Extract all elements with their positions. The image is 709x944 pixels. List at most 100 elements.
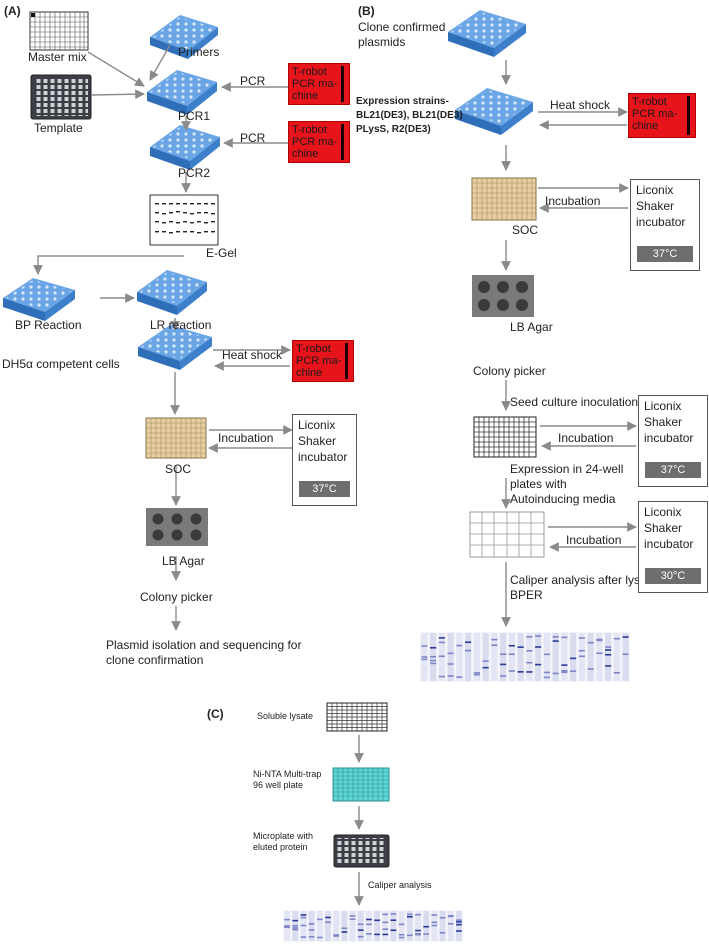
expression-strains-label: Expression strains- BL21(DE3), BL21(DE3)…: [356, 96, 463, 135]
gel-band: [349, 915, 356, 917]
egel-gel: [149, 194, 219, 246]
gel-band: [587, 641, 594, 644]
t-robot-pcr-machine-3: T-robot PCR ma-chine: [292, 340, 354, 382]
microplate-eluted: [333, 834, 390, 868]
gel-band: [517, 671, 524, 673]
shaker-sub: Shaker incubator: [644, 521, 694, 551]
gel-band: [447, 663, 454, 665]
gel-band: [398, 933, 405, 936]
plasmid-isolation-label: Plasmid isolation and sequencing for clo…: [106, 638, 302, 667]
plate-lr-reaction: [137, 270, 207, 315]
master-mix-label: Master mix: [28, 50, 87, 64]
gel-band: [382, 913, 389, 916]
gel-band: [543, 671, 550, 674]
gel-band: [552, 636, 559, 638]
gel-band: [535, 663, 542, 666]
gel-band: [447, 915, 454, 918]
gel-lane: [535, 633, 542, 681]
gel-lane: [552, 633, 559, 681]
gel-band: [535, 646, 542, 648]
gel-band: [431, 914, 438, 916]
shaker-sub: Shaker incubator: [298, 434, 348, 464]
ni-nta-plate: [332, 767, 390, 802]
gel-band: [622, 653, 629, 656]
lb-agar-plate-a: [146, 508, 208, 546]
gel-band: [316, 918, 323, 921]
gel-lane: [341, 911, 348, 941]
gel-band: [561, 636, 568, 639]
template-plate: [30, 74, 92, 120]
gel-lane: [398, 911, 405, 941]
gel-band: [423, 925, 430, 928]
gel-band: [421, 656, 428, 658]
flow-arrows: [33, 44, 637, 906]
gel-band: [333, 934, 340, 936]
lr-reaction-label: LR reaction: [150, 318, 212, 332]
gel-band: [382, 928, 389, 930]
gel-band: [421, 645, 428, 647]
liconix-shaker-b3: Liconix Shaker incubator 30°C: [638, 501, 708, 593]
gel-band: [349, 918, 356, 920]
robot-label: T-robot PCR ma-chine: [292, 66, 338, 102]
pcr-arrow-label-2: PCR: [240, 131, 266, 145]
gel-band: [300, 914, 307, 916]
gel-lane: [456, 911, 462, 941]
gel-lane: [349, 911, 356, 941]
gel-band: [508, 670, 515, 672]
caliper-b-label: Caliper analysis after lysis with BPER: [510, 573, 674, 602]
gel-band: [605, 665, 612, 667]
gel-lane: [357, 911, 364, 941]
gel-lane: [613, 633, 620, 681]
heat-shock-label-b: Heat shock: [550, 98, 611, 112]
plate-bp-reaction: [3, 278, 75, 321]
gel-band: [300, 916, 307, 919]
temperature-display: 37°C: [299, 481, 350, 497]
gel-band: [390, 913, 397, 915]
gel-lane: [382, 911, 389, 941]
gel-band: [406, 913, 413, 916]
gel-band: [500, 653, 507, 656]
gel-band: [398, 936, 405, 939]
gel-band: [596, 652, 603, 655]
gel-band: [390, 919, 397, 922]
gel-band: [526, 661, 533, 664]
gel-band: [587, 668, 594, 670]
t-robot-pcr-machine-b: T-robot PCR ma-chine: [628, 93, 696, 138]
gel-band: [526, 671, 533, 673]
shaker-name: Liconix: [644, 505, 682, 519]
t-robot-pcr-machine-1: T-robot PCR ma-chine: [288, 63, 350, 105]
gel-band: [357, 923, 364, 926]
robot-label: T-robot PCR ma-chine: [632, 96, 678, 132]
template-label: Template: [34, 121, 83, 135]
gel-lane: [447, 633, 454, 681]
gel-band: [517, 646, 524, 648]
gel-lane: [308, 911, 315, 941]
caliper-gel-c: [283, 910, 463, 942]
gel-band: [406, 934, 413, 937]
gel-lane: [325, 911, 331, 941]
gel-band: [415, 933, 421, 936]
gel-band: [398, 923, 405, 926]
gel-band: [482, 666, 489, 669]
soc-label-b: SOC: [512, 223, 539, 237]
gel-band: [535, 635, 542, 637]
gel-lane: [561, 633, 568, 681]
gel-band: [439, 931, 446, 934]
incubation-label-b2: Incubation: [558, 431, 614, 445]
gel-band: [605, 646, 612, 648]
plate-dh5a: [138, 325, 212, 370]
gel-band: [438, 675, 445, 678]
gel-band: [438, 655, 445, 658]
gel-band: [473, 673, 480, 676]
gel-band: [561, 669, 568, 672]
gel-band: [357, 929, 364, 931]
gel-band: [292, 924, 299, 927]
gel-band: [473, 672, 480, 674]
gel-lane: [517, 633, 524, 681]
gel-band: [438, 641, 445, 644]
gel-band: [421, 658, 428, 661]
gel-band: [308, 923, 315, 925]
gel-band: [552, 672, 559, 675]
gel-band: [570, 670, 577, 673]
gel-band: [406, 916, 413, 918]
